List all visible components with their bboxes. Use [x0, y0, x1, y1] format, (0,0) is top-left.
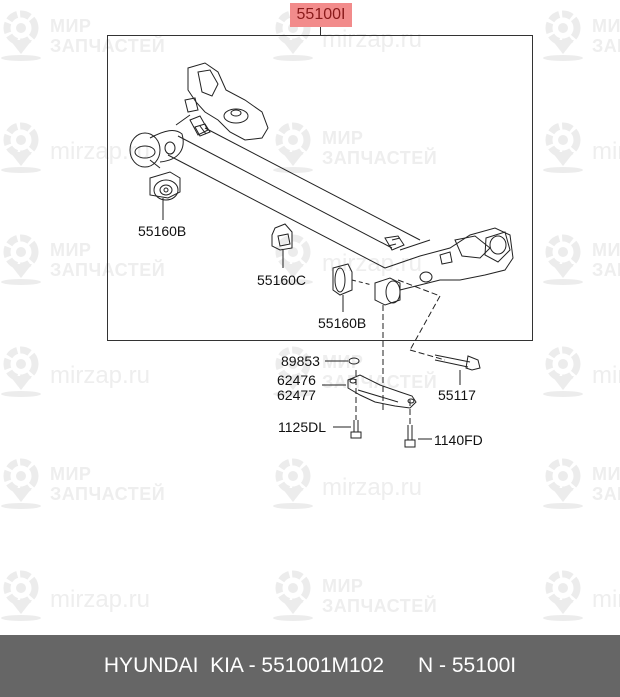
- watermark-text: МИР: [50, 464, 92, 484]
- bolt-1140FD: [404, 425, 432, 448]
- watermark-logo: mirzap.ru: [542, 120, 620, 180]
- assembly-leader-line: [320, 27, 321, 35]
- torsion-beam: [167, 127, 421, 269]
- watermark-url: mirzap.ru: [592, 586, 620, 613]
- part-label-55117[interactable]: 55117: [438, 387, 476, 403]
- watermark-url: mirzap.ru: [592, 138, 620, 165]
- part-label-62476[interactable]: 62476: [277, 372, 316, 388]
- watermark-text: МИР: [322, 576, 364, 596]
- watermark-url: mirzap.ru: [322, 250, 423, 277]
- stopper-55160C: [271, 223, 293, 268]
- torsion-beam-drawing: [0, 0, 514, 448]
- watermark-logo: mirzap.ru: [542, 568, 620, 628]
- watermark-text: ЗАПЧАСТЕЙ: [322, 148, 438, 168]
- bushing-55160B-right: [333, 264, 373, 312]
- assembly-label[interactable]: 55100I: [290, 3, 352, 27]
- watermark-url: mirzap.ru: [322, 474, 423, 501]
- watermark-url: mirzap.ru: [322, 26, 423, 53]
- watermark-url: mirzap.ru: [50, 362, 151, 389]
- watermark-text: МИР: [592, 16, 620, 36]
- left-bushing-housing: [129, 114, 191, 168]
- part-label-1140FD[interactable]: 1140FD: [434, 432, 483, 448]
- watermark-logo: mirzap.ru: [272, 456, 442, 516]
- watermark-text: ЗАПЧАСТЕЙ: [592, 484, 620, 504]
- footer-bar: HYUNDAI KIA - 551001M102 N - 55100I: [0, 635, 620, 697]
- watermark-text: МИР: [50, 16, 92, 36]
- right-bushing-housing: [374, 277, 401, 306]
- brand-part-number: HYUNDAI KIA - 551001M102: [103, 654, 385, 677]
- assembly-frame: [107, 35, 533, 341]
- watermark-url: mirzap.ru: [592, 362, 620, 389]
- washer-89853: [325, 357, 360, 365]
- part-label-55160B-right[interactable]: 55160B: [318, 315, 367, 331]
- watermark-text: ЗАПЧАСТЕЙ: [50, 484, 166, 504]
- right-trailing-arm: [384, 227, 514, 291]
- watermark-text: ЗАПЧАСТЕЙ: [592, 260, 620, 280]
- watermark-logo: mirzap.ru: [0, 568, 170, 628]
- part-label-55160B-left[interactable]: 55160B: [138, 223, 187, 239]
- watermark-text: МИР: [50, 240, 92, 260]
- watermark-logo: mirzap.ru: [0, 344, 170, 404]
- bolt-55117: [434, 354, 481, 385]
- watermark-text: ЗАПЧАСТЕЙ: [592, 36, 620, 56]
- watermark-text: МИР: [322, 128, 364, 148]
- bolt-1125DL: [333, 420, 362, 439]
- bracket-62476-62477: [322, 374, 417, 409]
- watermark-logo: mirzap.ru: [272, 232, 442, 292]
- part-label-55160C[interactable]: 55160C: [257, 272, 307, 288]
- part-label-1125DL[interactable]: 1125DL: [278, 419, 327, 435]
- diagram-ref-number: N - 55100I: [418, 654, 517, 677]
- left-trailing-arm: [184, 62, 269, 141]
- watermark-text: ЗАПЧАСТЕЙ: [322, 596, 438, 616]
- watermark-url: mirzap.ru: [50, 586, 151, 613]
- watermark-text: МИР: [592, 464, 620, 484]
- watermark-text: МИР: [322, 352, 364, 372]
- part-label-89853[interactable]: 89853: [281, 353, 320, 369]
- bushing-55160B-left: [149, 159, 181, 220]
- watermark-logo: mirzap.ru: [0, 120, 170, 180]
- watermark-text: ЗАПЧАСТЕЙ: [322, 372, 438, 392]
- watermark-logo: mirzap.ru: [542, 344, 620, 404]
- watermark-text: МИР: [592, 240, 620, 260]
- part-label-62477[interactable]: 62477: [277, 387, 316, 403]
